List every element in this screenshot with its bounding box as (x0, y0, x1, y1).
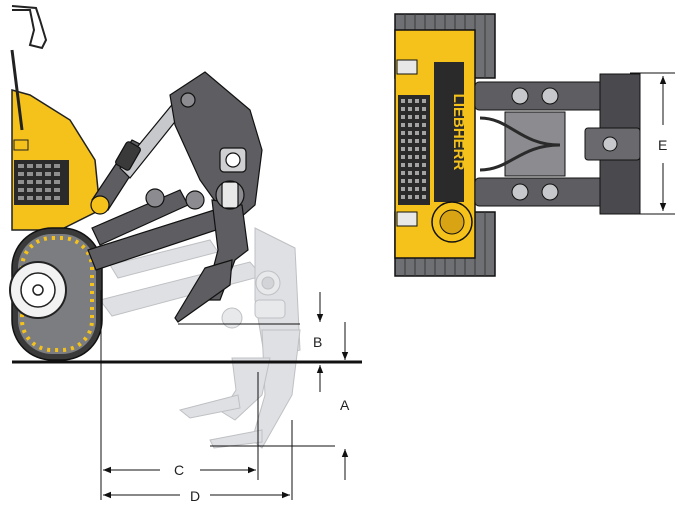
dimension-label-a: A (340, 397, 350, 413)
dimension-label-c: C (174, 462, 184, 478)
dimension-label-b: B (313, 334, 322, 350)
liebherr-brand-text: LIEBHERR (450, 94, 467, 171)
dimension-b: B (313, 292, 349, 392)
dimension-a: A (340, 397, 350, 480)
top-ripper (474, 73, 641, 215)
track (9, 227, 103, 361)
reference-lines (100, 290, 335, 500)
dimension-label-d: D (190, 488, 200, 504)
top-view: LIEBHERR E (394, 13, 675, 277)
side-view: B A C D (9, 5, 362, 504)
dimension-d: D (103, 488, 290, 504)
dozer-body (10, 5, 101, 231)
top-body: LIEBHERR (394, 29, 476, 259)
dimension-c: C (103, 462, 256, 478)
dimension-e: E (630, 72, 675, 215)
ripper-raised (87, 71, 263, 323)
ripper-ghost-lowered (99, 227, 301, 449)
dimension-label-e: E (658, 137, 667, 153)
